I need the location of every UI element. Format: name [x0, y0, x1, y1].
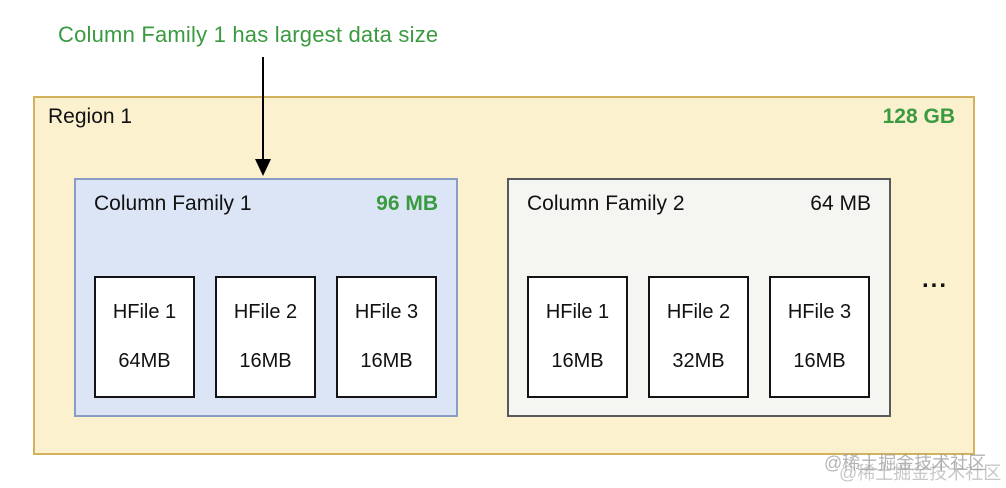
hfile-box: HFile 3 16MB [336, 276, 437, 398]
hfile-name: HFile 1 [545, 301, 610, 323]
hfile-name: HFile 3 [354, 301, 419, 323]
arrow-head [255, 159, 271, 176]
hfile-size: 16MB [239, 350, 292, 372]
hfile-size: 16MB [793, 350, 846, 372]
column-family-1-title: Column Family 1 [94, 192, 252, 215]
hfile-name: HFile 3 [787, 301, 852, 323]
column-family-2-hfiles: HFile 1 16MB HFile 2 32MB HFile 3 16MB [527, 276, 870, 398]
annotation-text: Column Family 1 has largest data size [58, 22, 439, 47]
hfile-name: HFile 2 [233, 301, 298, 323]
hfile-name: HFile 2 [666, 301, 731, 323]
column-family-1-hfiles: HFile 1 64MB HFile 2 16MB HFile 3 16MB [94, 276, 437, 398]
column-family-2-title: Column Family 2 [527, 192, 685, 215]
more-families-ellipsis: ... [922, 266, 949, 293]
watermark: @稀土掘金技术社区 [839, 463, 1002, 483]
watermark: @稀土掘金技术社区 [824, 453, 987, 473]
hfile-name: HFile 1 [112, 301, 177, 323]
column-family-1-box: Column Family 1 96 MB HFile 1 64MB HFile… [74, 178, 458, 417]
arrow-shaft [262, 57, 264, 160]
arrow-down-icon [255, 57, 271, 176]
hfile-box: HFile 3 16MB [769, 276, 870, 398]
column-family-1-size: 96 MB [376, 192, 438, 215]
hfile-box: HFile 2 16MB [215, 276, 316, 398]
column-family-2-box: Column Family 2 64 MB HFile 1 16MB HFile… [507, 178, 891, 417]
hfile-size: 16MB [360, 350, 413, 372]
region-title: Region 1 [48, 105, 133, 128]
hfile-size: 16MB [551, 350, 604, 372]
hfile-box: HFile 2 32MB [648, 276, 749, 398]
region-box: Region 1 128 GB Column Family 1 96 MB HF… [33, 96, 975, 455]
hfile-size: 64MB [118, 350, 171, 372]
hfile-size: 32MB [672, 350, 725, 372]
hfile-box: HFile 1 16MB [527, 276, 628, 398]
hfile-box: HFile 1 64MB [94, 276, 195, 398]
column-family-2-size: 64 MB [810, 192, 871, 215]
region-size-badge: 128 GB [882, 105, 955, 128]
